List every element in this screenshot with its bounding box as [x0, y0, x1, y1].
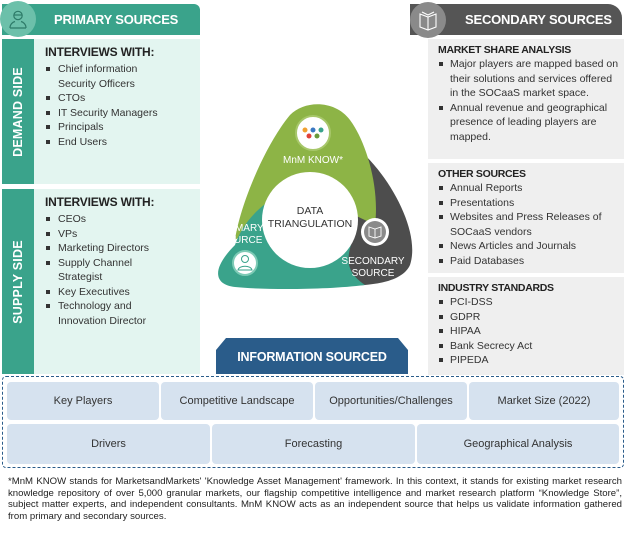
- demand-side-label: DEMAND SIDE: [11, 66, 25, 157]
- info-cell-geographical-analysis: Geographical Analysis: [417, 424, 619, 464]
- center-label-line2: TRIANGULATION: [268, 218, 352, 230]
- secondary-sources-title: SECONDARY SOURCES: [465, 12, 612, 27]
- list-item: Chief information Security Officers: [45, 62, 165, 91]
- secondary-source-line1: SECONDARY: [341, 256, 404, 267]
- list-item: Websites and Press Releases of SOCaaS ve…: [438, 210, 620, 239]
- list-item: Major players are mapped based on their …: [438, 57, 620, 101]
- list-item: Presentations: [438, 196, 620, 211]
- list-item: End Users: [45, 135, 196, 150]
- market-share-panel: MARKET SHARE ANALYSIS Major players are …: [428, 39, 624, 159]
- information-sourced-frame: Key Players Competitive Landscape Opport…: [2, 376, 624, 468]
- demand-heading: INTERVIEWS WITH:: [45, 45, 155, 59]
- list-item: IT Security Managers: [45, 106, 196, 121]
- information-sourced-tab: INFORMATION SOURCED: [216, 338, 408, 374]
- supply-side-label: SUPPLY SIDE: [11, 239, 25, 324]
- secondary-sources-header: SECONDARY SOURCES: [410, 2, 622, 38]
- footnote: *MnM KNOW stands for MarketsandMarkets' …: [8, 476, 622, 522]
- supply-list: CEOs VPs Marketing Directors Supply Chan…: [45, 212, 196, 328]
- list-item: Technology and Innovation Director: [45, 299, 165, 328]
- primary-sources-header: PRIMARY SOURCES: [0, 1, 200, 37]
- demand-side-panel: DEMAND SIDE INTERVIEWS WITH: Chief infor…: [2, 39, 200, 184]
- list-item: Marketing Directors: [45, 241, 196, 256]
- industry-standards-heading: INDUSTRY STANDARDS: [438, 282, 554, 294]
- primary-sources-title: PRIMARY SOURCES: [54, 12, 179, 27]
- supply-heading: INTERVIEWS WITH:: [45, 195, 155, 209]
- mnm-know-label: MnM KNOW*: [283, 155, 343, 166]
- center-label-line1: DATA: [297, 205, 323, 217]
- list-item: Paid Databases: [438, 254, 620, 269]
- secondary-book-icon: [361, 218, 389, 246]
- demand-list: Chief information Security Officers CTOs…: [45, 62, 196, 149]
- list-item: Supply Channel Strategist: [45, 256, 155, 285]
- info-cell-competitive-landscape: Competitive Landscape: [161, 382, 313, 420]
- list-item: GDPR: [438, 310, 620, 325]
- demand-side-tab: DEMAND SIDE: [2, 39, 34, 184]
- primary-user-icon: [232, 250, 258, 276]
- info-cell-forecasting: Forecasting: [212, 424, 415, 464]
- list-item: News Articles and Journals: [438, 239, 620, 254]
- list-item: Annual Reports: [438, 181, 620, 196]
- other-sources-heading: OTHER SOURCES: [438, 168, 526, 180]
- secondary-source-line2: SOURCE: [352, 268, 395, 279]
- list-item: PCI-DSS: [438, 295, 620, 310]
- triangulation-diagram: DATA TRIANGULATION MnM KNOW* PRIMARY SOU…: [218, 104, 413, 290]
- list-item: Bank Secrecy Act: [438, 339, 620, 354]
- list-item: CEOs: [45, 212, 196, 227]
- info-cell-opportunities-challenges: Opportunities/Challenges: [315, 382, 467, 420]
- mnm-know-icon: [295, 115, 331, 151]
- info-cell-key-players: Key Players: [7, 382, 159, 420]
- other-sources-list: Annual Reports Presentations Websites an…: [438, 181, 620, 268]
- center-circle: [262, 172, 358, 268]
- other-sources-panel: OTHER SOURCES Annual Reports Presentatio…: [428, 163, 624, 273]
- market-share-list: Major players are mapped based on their …: [438, 57, 620, 144]
- info-cell-drivers: Drivers: [7, 424, 210, 464]
- information-sourced-title: INFORMATION SOURCED: [237, 350, 387, 364]
- supply-side-tab: SUPPLY SIDE: [2, 189, 34, 374]
- list-item: Annual revenue and geographical presence…: [438, 101, 620, 145]
- user-icon: [0, 1, 36, 37]
- book-icon: [410, 2, 446, 38]
- industry-standards-panel: INDUSTRY STANDARDS PCI-DSS GDPR HIPAA Ba…: [428, 277, 624, 375]
- industry-standards-list: PCI-DSS GDPR HIPAA Bank Secrecy Act PIPE…: [438, 295, 620, 368]
- list-item: HIPAA: [438, 324, 620, 339]
- list-item: Key Executives: [45, 285, 196, 300]
- list-item: Principals: [45, 120, 196, 135]
- primary-source-line2: SOURCE: [220, 235, 263, 246]
- market-share-heading: MARKET SHARE ANALYSIS: [438, 44, 571, 56]
- primary-source-line1: PRIMARY: [218, 223, 264, 234]
- list-item: CTOs: [45, 91, 196, 106]
- list-item: VPs: [45, 227, 196, 242]
- list-item: PIPEDA: [438, 353, 620, 368]
- supply-side-panel: SUPPLY SIDE INTERVIEWS WITH: CEOs VPs Ma…: [2, 189, 200, 374]
- info-cell-market-size: Market Size (2022): [469, 382, 619, 420]
